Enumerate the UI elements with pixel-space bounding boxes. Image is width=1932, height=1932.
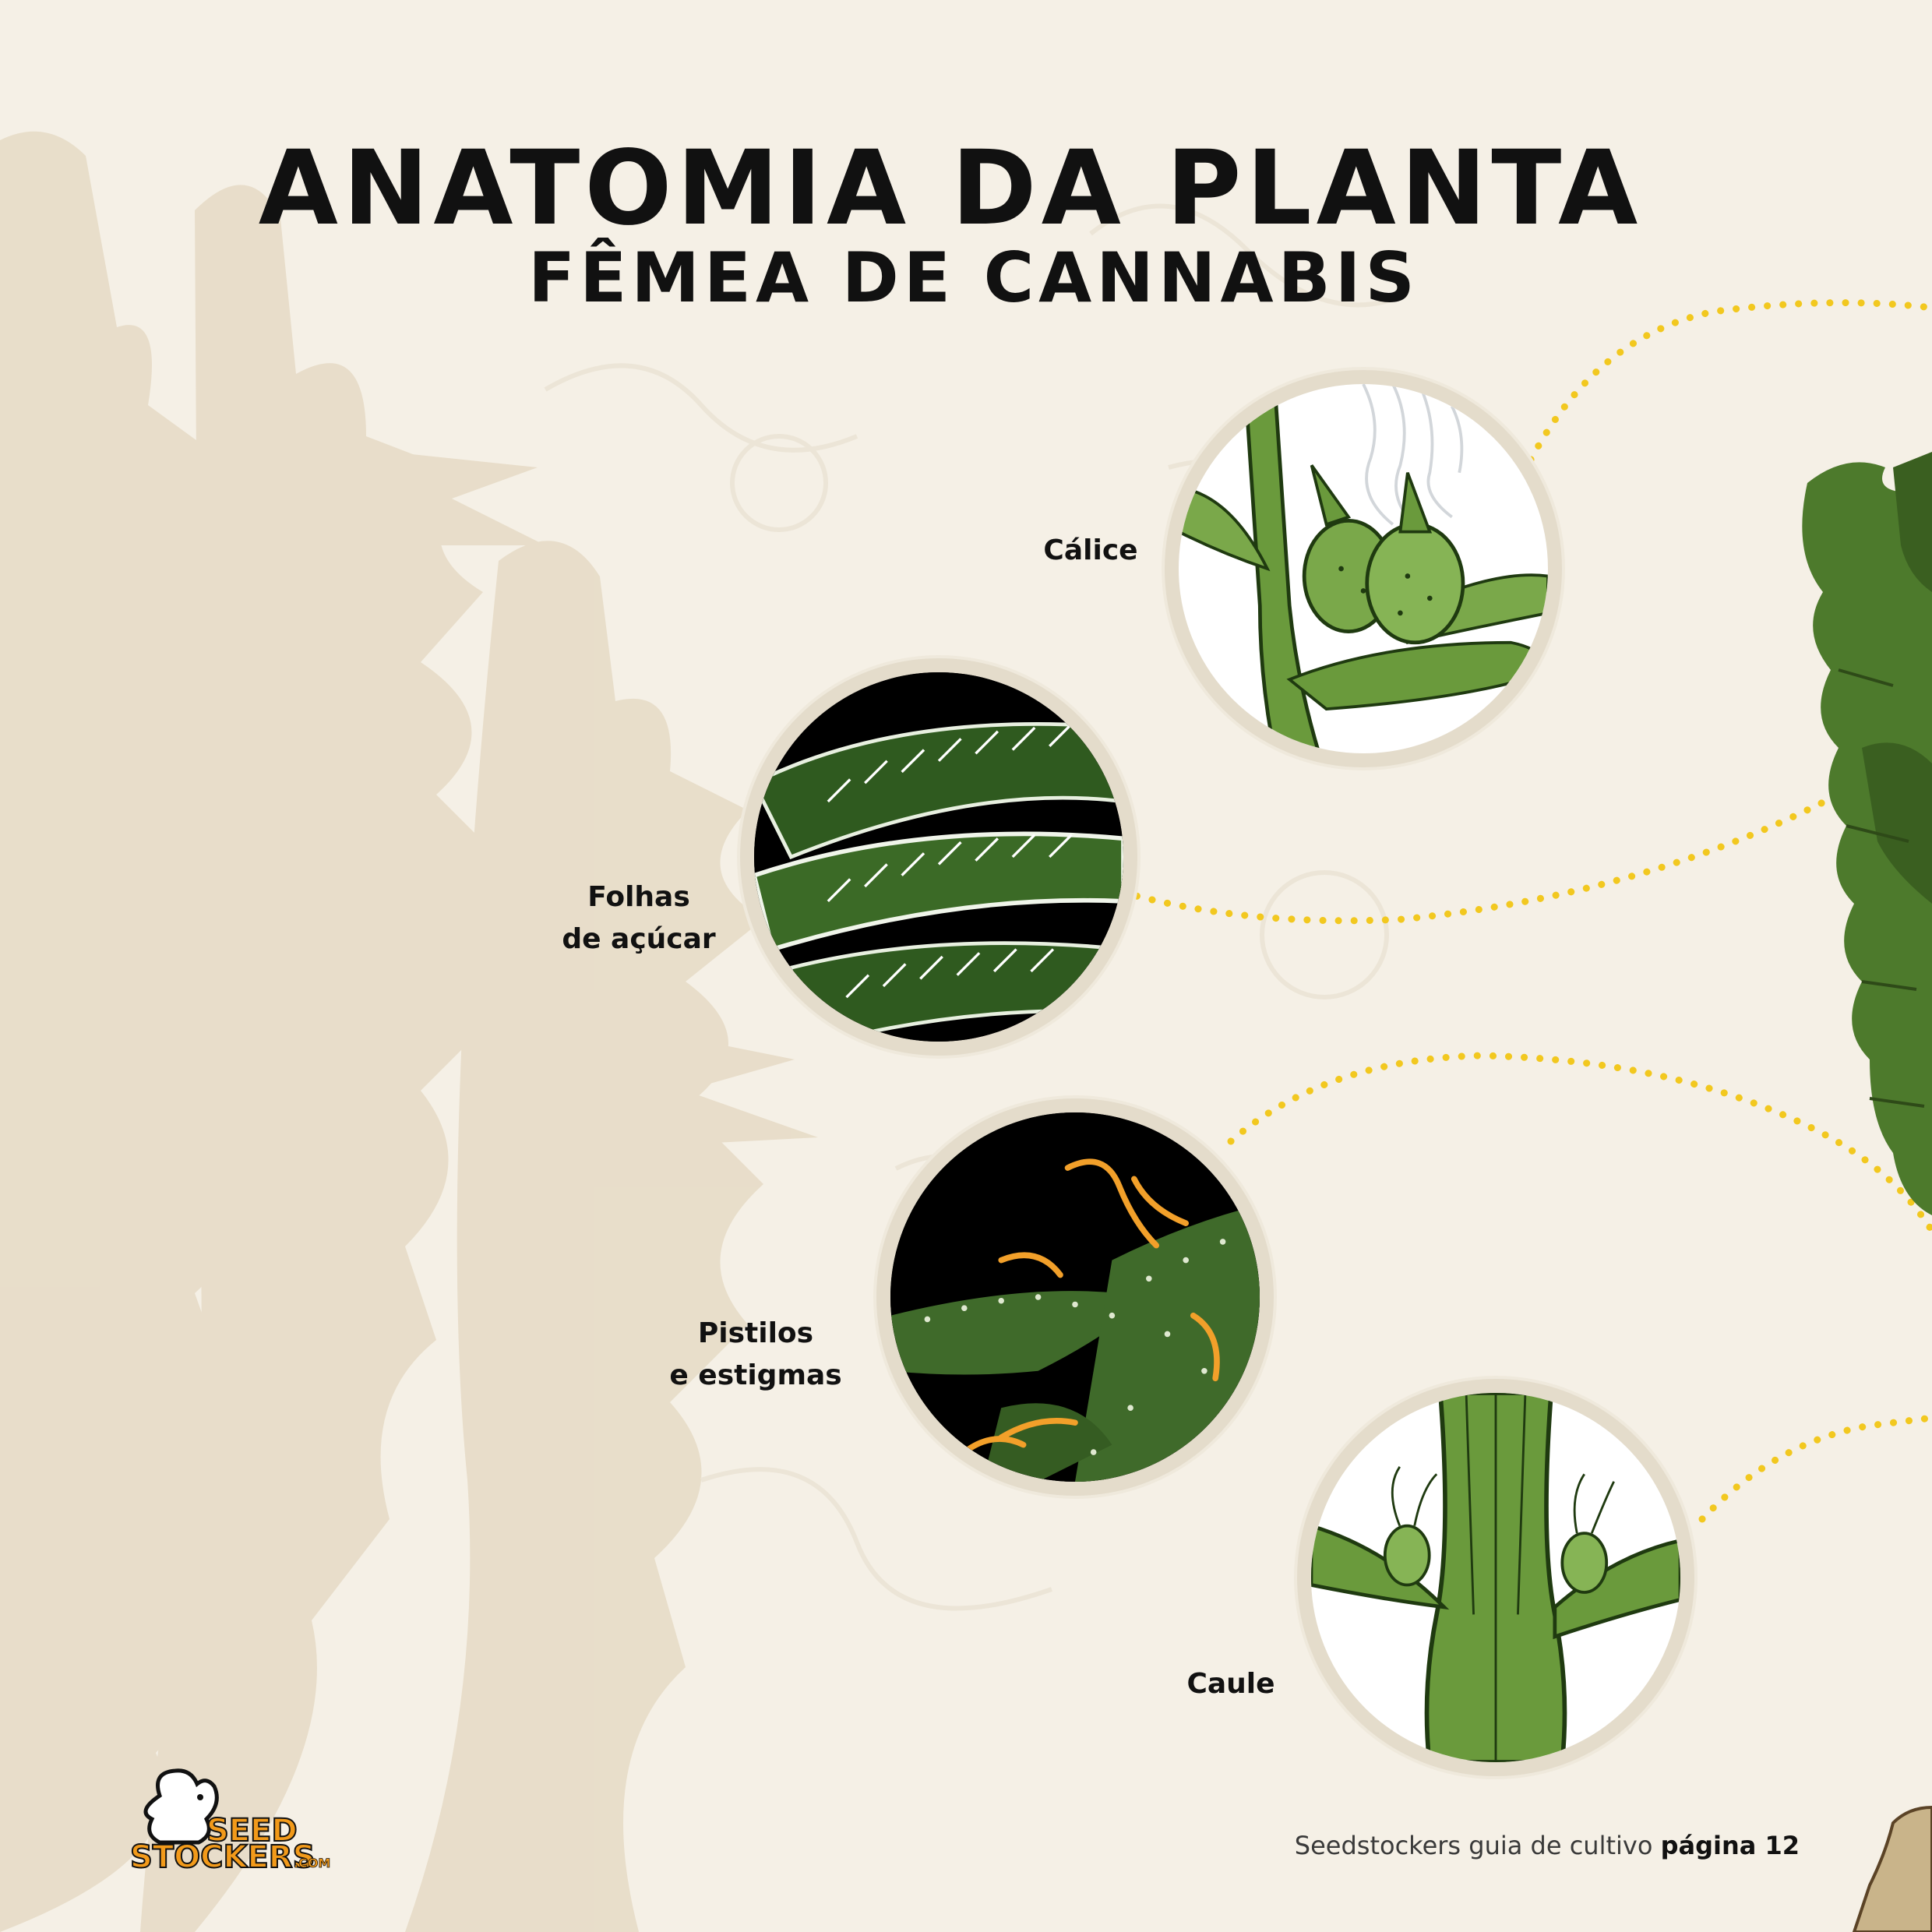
page-number: página 12: [1660, 1831, 1800, 1860]
cannabis-plant-icon: [1802, 452, 1932, 1932]
page-title: ANATOMIA DA PLANTA: [258, 129, 1643, 249]
pistils-illustration: [890, 1112, 1260, 1482]
connector-pistilos: [1227, 1052, 1932, 1235]
label-calice-text: Cálice: [1043, 534, 1138, 566]
label-calice: Cálice: [1021, 530, 1161, 572]
label-pistilos: Pistilos e estigmas: [654, 1313, 857, 1397]
circle-pistilos: [876, 1098, 1274, 1496]
stem-illustration: [1311, 1393, 1680, 1762]
circle-caule: [1297, 1379, 1694, 1776]
page-subtitle: FÊMEA DE CANNABIS: [528, 238, 1419, 318]
seedstockers-logo-icon: SEED STOCKERS .COM: [129, 1768, 331, 1874]
label-caule-text: Caule: [1186, 1668, 1275, 1700]
label-pistilos-line2: e estigmas: [669, 1359, 842, 1391]
label-folhas: Folhas de açúcar: [545, 876, 732, 961]
sugar-leaves-illustration: [754, 672, 1123, 1042]
label-pistilos-line1: Pistilos: [697, 1317, 814, 1349]
label-folhas-line2: de açúcar: [562, 923, 716, 955]
footer-text: Seedstockers guia de cultivo: [1294, 1831, 1653, 1860]
label-caule: Caule: [1161, 1663, 1301, 1705]
connector-caule: [1698, 1414, 1932, 1523]
connector-folhas: [1118, 799, 1827, 925]
circle-calice: [1165, 370, 1562, 767]
calice-illustration: [1179, 384, 1548, 753]
logo-text-line2: STOCKERS: [130, 1839, 315, 1874]
connector-calice: [1527, 299, 1932, 464]
circle-folhas: [740, 658, 1137, 1056]
logo-text-line1: SEED: [206, 1813, 298, 1849]
label-folhas-line1: Folhas: [587, 881, 690, 913]
logo-text-suffix: .COM: [294, 1856, 330, 1870]
page-footer: Seedstockers guia de cultivo página 12: [1295, 1831, 1800, 1860]
